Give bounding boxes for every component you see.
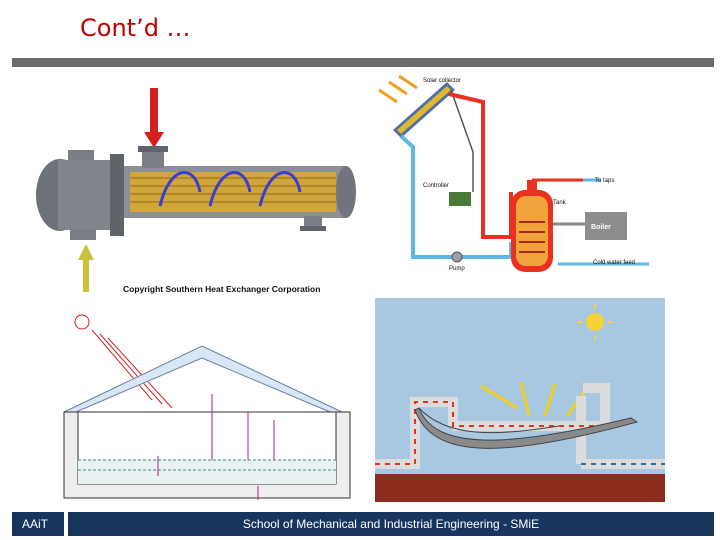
to-taps-label: To taps	[595, 178, 614, 184]
footer-school: School of Mechanical and Industrial Engi…	[68, 512, 714, 536]
controller-label: Controller	[423, 183, 449, 189]
pump-icon	[451, 251, 463, 263]
boiler-label: Boiler	[591, 224, 611, 231]
solar-collector-label: Solar collector	[423, 78, 461, 84]
solar-still-figure	[12, 300, 368, 510]
pump-label: Pump	[449, 266, 465, 272]
heat-exchanger-figure: Copyright Southern Heat Exchanger Corpor…	[20, 80, 370, 300]
slide-title: Cont’d …	[80, 14, 191, 42]
boiler	[585, 212, 627, 240]
sun-icon	[577, 304, 613, 340]
footer-institution: AAiT	[12, 512, 64, 536]
cold-feed-label: Cold water feed	[593, 260, 635, 266]
sun-icon	[74, 314, 90, 330]
cold-inlet-arrow-icon	[78, 244, 94, 292]
tank-label: Tank	[553, 200, 567, 206]
title-divider-bar	[12, 58, 714, 67]
solar-water-heater-figure: Solar collector Controller Tank To taps …	[373, 72, 665, 272]
heat-exchanger-caption: Copyright Southern Heat Exchanger Corpor…	[123, 284, 320, 294]
hot-inlet-arrow-icon	[144, 88, 164, 148]
sun-ray-arrows-icon	[378, 74, 418, 104]
parabolic-trough-figure	[375, 298, 665, 502]
